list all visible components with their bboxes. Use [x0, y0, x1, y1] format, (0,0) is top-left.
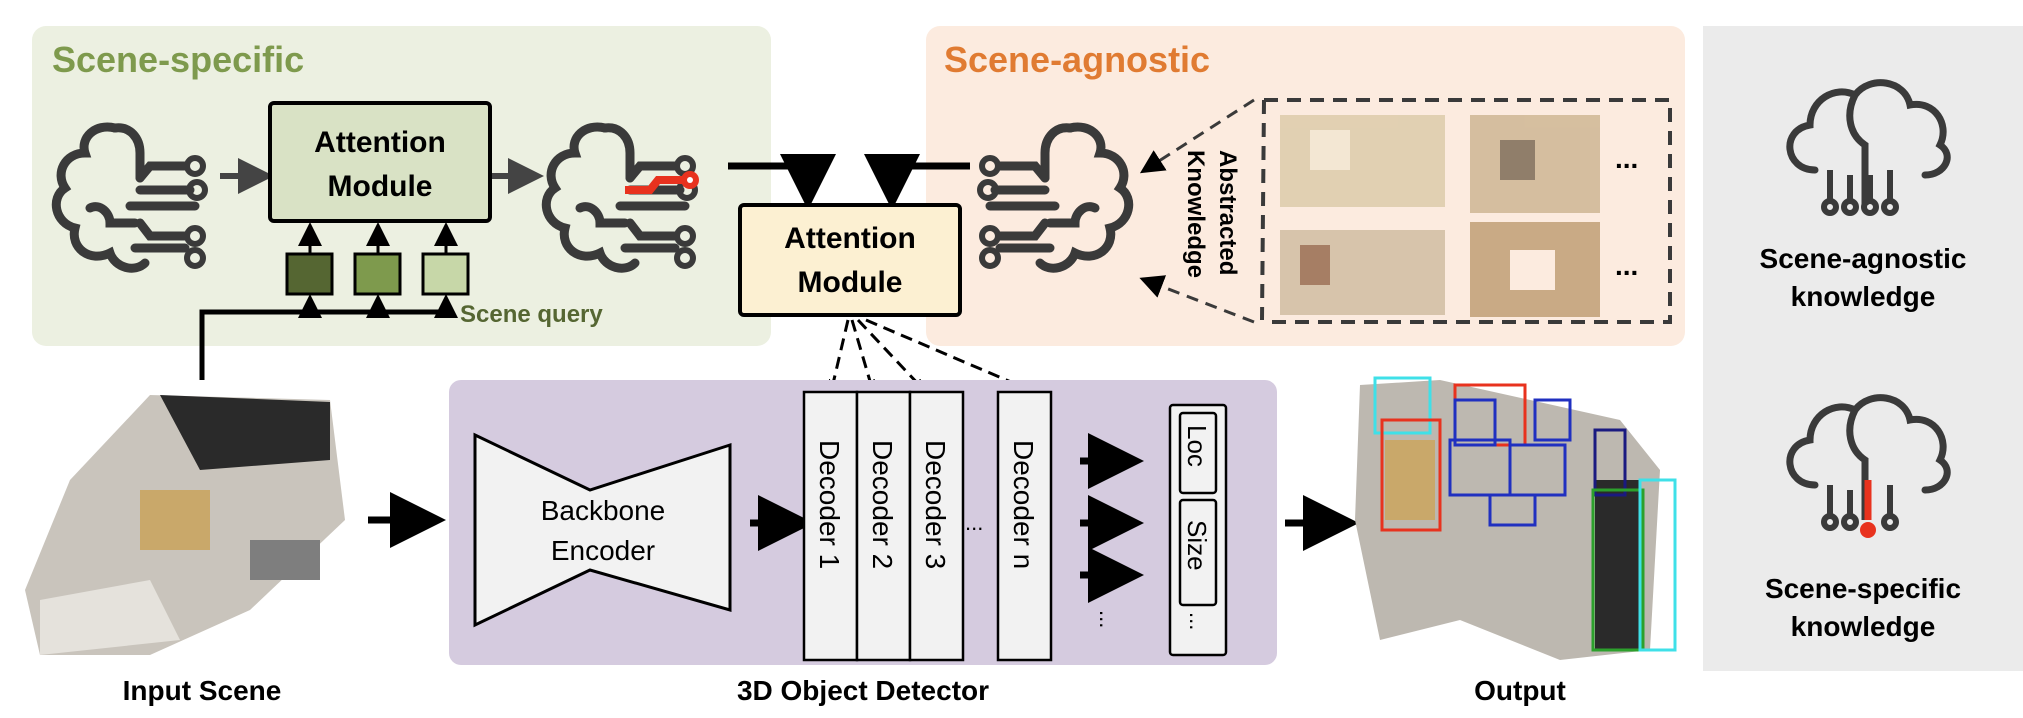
scene-thumbnails [1280, 115, 1600, 317]
svg-text:Decoder 1: Decoder 1 [814, 440, 845, 569]
ellipsis: ... [1615, 143, 1638, 174]
decoders: Decoder 1 Decoder 2 Decoder 3 Decoder n [802, 390, 1053, 662]
output-scene-detections [1355, 376, 1677, 660]
legend-panel [1703, 26, 2023, 671]
scene-query-token [421, 252, 470, 296]
loc-head [1178, 411, 1218, 495]
backbone-label: Backbone [541, 495, 666, 526]
size-head [1178, 498, 1218, 607]
detector-label: 3D Object Detector [737, 675, 989, 706]
legend-specific-label: knowledge [1791, 611, 1936, 642]
highlight-circuit [625, 176, 690, 194]
arrow [728, 154, 836, 210]
ellipsis: ... [1095, 610, 1120, 628]
knowledge-dashed-box [1260, 98, 1672, 324]
highlight-node-icon [1860, 522, 1876, 538]
input-scene-label: Input Scene [123, 675, 282, 706]
attention-module-box [268, 101, 492, 223]
scene-query-label: Scene query [460, 301, 603, 328]
scene-query-token [285, 252, 334, 296]
legend-specific-label: Scene-specific [1765, 573, 1961, 604]
abstracted-knowledge-label: Knowledge [1182, 150, 1209, 278]
query-line [199, 309, 446, 380]
output-arrows [1080, 433, 1144, 603]
ellipsis: ... [1185, 612, 1210, 630]
attention-module-label: Module [798, 266, 903, 299]
arrow [864, 154, 970, 210]
abstracted-knowledge-label: Abstracted [1214, 150, 1241, 275]
size-label: Size [1182, 520, 1212, 571]
attention-module-label: Module [328, 170, 433, 203]
attention-module-label: Attention [784, 222, 916, 255]
decoder-n [996, 390, 1053, 662]
svg-text:Decoder 3: Decoder 3 [920, 440, 951, 569]
decoder-ellipsis: ... [965, 510, 983, 535]
svg-text:Decoder n: Decoder n [1008, 440, 1039, 569]
scene-query-token [353, 252, 402, 296]
svg-text:Decoder 2: Decoder 2 [867, 440, 898, 569]
scene-specific-title: Scene-specific [52, 39, 304, 80]
backbone-encoder [473, 432, 732, 628]
legend-agnostic-label: knowledge [1791, 281, 1936, 312]
central-attention-module [738, 203, 962, 317]
backbone-label: Encoder [551, 535, 655, 566]
output-label: Output [1474, 675, 1566, 706]
input-scene-pointcloud [25, 395, 345, 655]
attention-module-label: Attention [314, 126, 446, 159]
ellipsis: ... [1615, 250, 1638, 281]
decoder-1 [802, 390, 859, 662]
decoder-3 [908, 390, 965, 662]
legend-agnostic-label: Scene-agnostic [1760, 243, 1967, 274]
loc-label: Loc [1182, 425, 1212, 467]
decoder-attention-arrows [832, 318, 1025, 388]
scene-agnostic-title: Scene-agnostic [944, 39, 1210, 80]
